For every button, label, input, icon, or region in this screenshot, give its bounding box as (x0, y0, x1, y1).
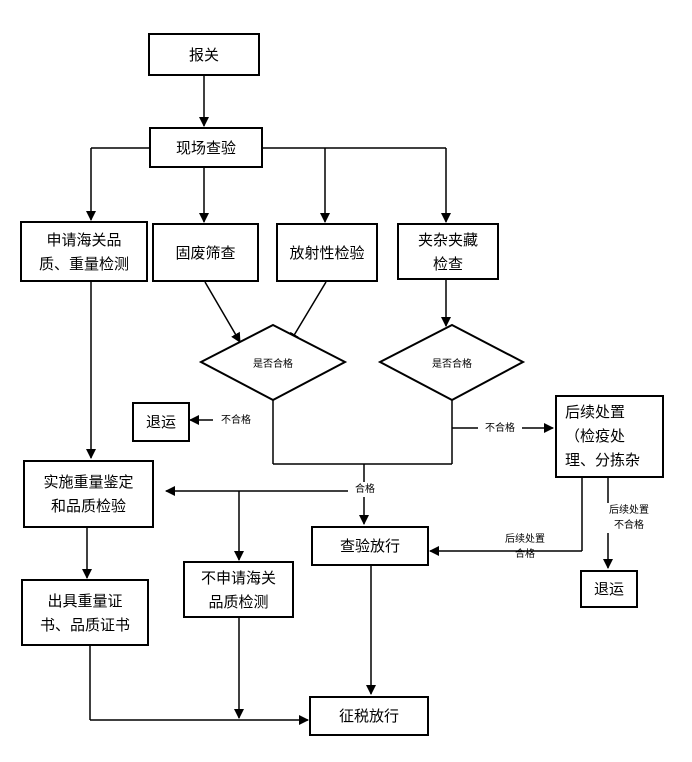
node-release-check: 查验放行 (311, 526, 429, 566)
edge-solid-to-decision (204, 281, 241, 343)
node-weight-quality: 实施重量鉴定 和品质检验 (23, 460, 154, 528)
node-weight-quality-label: 实施重量鉴定 和品质检验 (43, 473, 134, 515)
node-radiation: 放射性检验 (276, 223, 378, 282)
node-on-site: 现场查验 (149, 127, 263, 168)
edge-label-followup-pass: 后续处置 合格 (505, 534, 545, 560)
node-return-1: 退运 (132, 402, 190, 442)
decision-2-label: 是否合格 (432, 359, 472, 370)
node-smuggling: 夹杂夹藏 检查 (397, 223, 499, 280)
node-return-1-label: 退运 (145, 413, 176, 431)
node-solid-waste-label: 固废筛查 (175, 243, 236, 262)
node-followup: 后续处置 （检疫处 理、分拣杂 (555, 395, 664, 478)
node-certificate: 出具重量证 书、品质证书 (21, 579, 149, 646)
node-release-check-label: 查验放行 (339, 537, 400, 555)
edge-label-fail-2: 不合格 (478, 421, 522, 436)
edge-radiation-to-decision (289, 281, 327, 343)
node-no-apply: 不申请海关 品质检测 (183, 561, 294, 618)
node-declare-label: 报关 (188, 45, 219, 64)
node-followup-label: 后续处置 （检疫处 理、分拣杂 (565, 403, 641, 469)
node-apply-inspection: 申请海关品 质、重量检测 (20, 221, 148, 282)
node-smuggling-label: 夹杂夹藏 检查 (417, 230, 478, 273)
edge-label-pass: 合格 (348, 482, 382, 497)
node-on-site-label: 现场查验 (175, 138, 236, 157)
node-tax-release-label: 征税放行 (338, 707, 399, 725)
node-solid-waste: 固废筛查 (152, 223, 259, 282)
node-tax-release: 征税放行 (309, 696, 429, 736)
decision-diamond-1 (198, 323, 348, 402)
node-apply-inspection-label: 申请海关品 质、重量检测 (38, 230, 129, 273)
node-declare: 报关 (148, 33, 260, 76)
node-return-2-label: 退运 (593, 580, 624, 598)
decision-1-label: 是否合格 (253, 359, 293, 370)
edge-label-fail-1: 不合格 (221, 415, 251, 426)
node-certificate-label: 出具重量证 书、品质证书 (39, 591, 130, 634)
node-radiation-label: 放射性检验 (289, 243, 365, 262)
node-return-2: 退运 (580, 570, 638, 608)
node-no-apply-label: 不申请海关 品质检测 (200, 568, 276, 611)
edge-label-followup-fail: 后续处置 不合格 (599, 503, 659, 533)
decision-diamond-2 (377, 323, 526, 402)
